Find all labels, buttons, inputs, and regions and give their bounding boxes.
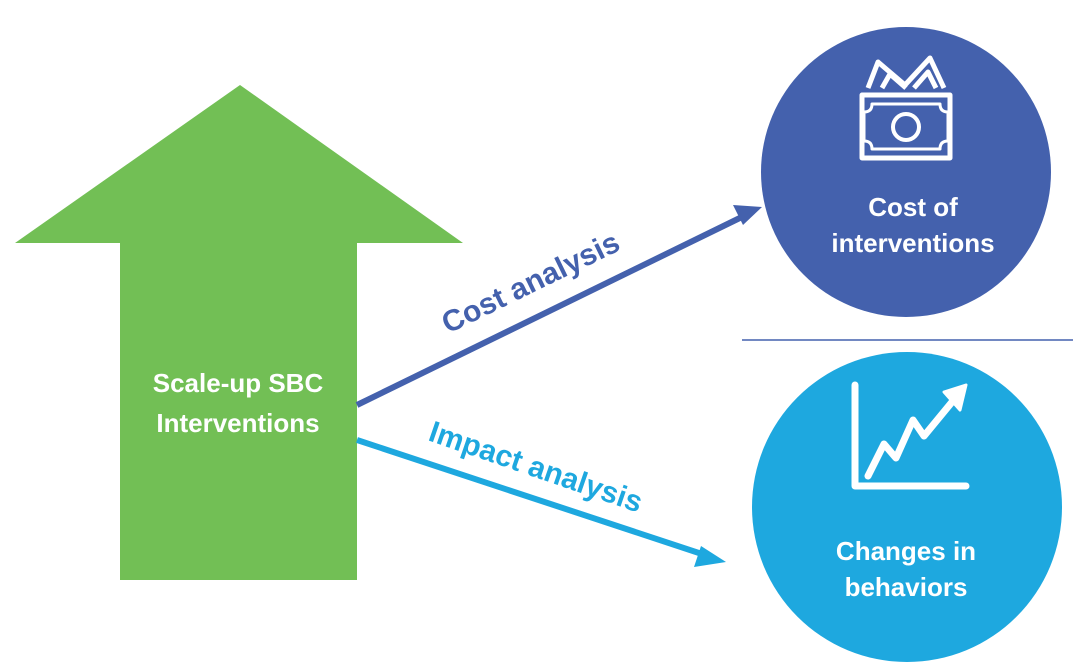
impact-analysis-connector: Impact analysis	[356, 415, 726, 567]
cost-node-line1: Cost of	[868, 192, 958, 222]
trend-chart-icon	[851, 381, 970, 490]
scale-up-arrow-shape	[15, 85, 463, 580]
cost-analysis-arrowhead	[733, 205, 762, 225]
cost-of-interventions-node: Cost of interventions	[761, 27, 1051, 317]
impact-node-line1: Changes in	[836, 536, 976, 566]
impact-analysis-line	[356, 437, 709, 559]
scale-up-label-line2: Interventions	[156, 408, 319, 438]
cost-circle	[761, 27, 1051, 317]
impact-analysis-label: Impact analysis	[425, 415, 647, 519]
cost-node-line2: interventions	[831, 228, 994, 258]
money-icon	[859, 55, 953, 161]
changes-in-behaviors-node: Changes in behaviors	[752, 352, 1062, 662]
scale-up-arrow: Scale-up SBC Interventions	[15, 85, 463, 580]
impact-circle	[752, 352, 1062, 662]
impact-node-line2: behaviors	[845, 572, 968, 602]
cost-analysis-line	[355, 211, 750, 408]
scale-up-label-line1: Scale-up SBC	[153, 368, 324, 398]
impact-analysis-arrowhead	[694, 546, 726, 567]
